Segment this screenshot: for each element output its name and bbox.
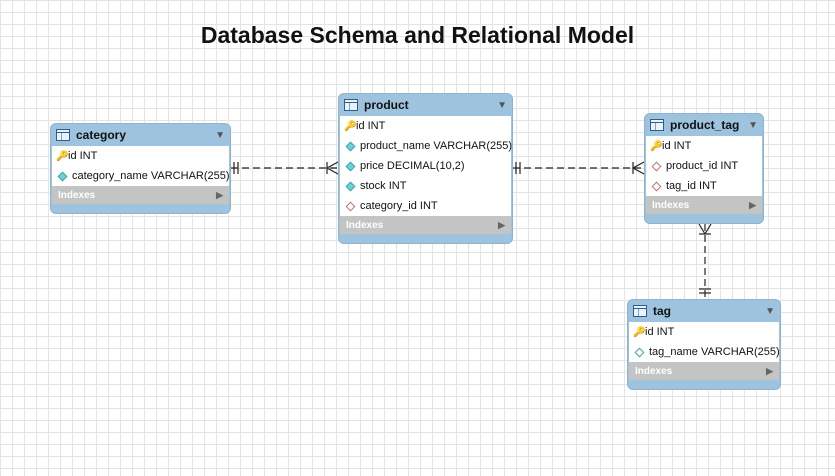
column-label: stock INT <box>360 180 407 192</box>
column-label: price DECIMAL(10,2) <box>360 160 465 172</box>
caret-down-icon[interactable]: ▼ <box>497 99 507 111</box>
column-row[interactable]: tag_id INT <box>646 176 762 196</box>
column-row[interactable]: product_id INT <box>646 156 762 176</box>
column-label: product_id INT <box>666 160 739 172</box>
table-tag[interactable]: tag ▼ 🔑id INT tag_name VARCHAR(255) Inde… <box>627 299 781 390</box>
table-header[interactable]: tag ▼ <box>628 300 780 322</box>
table-header[interactable]: category ▼ <box>51 124 230 146</box>
column-label: category_id INT <box>360 200 438 212</box>
column-label: id INT <box>68 150 98 162</box>
column-row[interactable]: category_name VARCHAR(255) <box>52 166 230 186</box>
column-label: id INT <box>356 120 386 132</box>
indexes-label: Indexes <box>346 219 384 231</box>
table-grid-icon <box>56 129 70 141</box>
table-header[interactable]: product ▼ <box>339 94 512 116</box>
column-row[interactable]: 🔑id INT <box>629 322 779 342</box>
key-icon: 🔑 <box>56 150 69 162</box>
column-list: 🔑id INT product_name VARCHAR(255) price … <box>340 116 513 216</box>
diagram-title: Database Schema and Relational Model <box>200 22 635 48</box>
column-row[interactable]: 🔑id INT <box>340 116 511 136</box>
column-row[interactable]: stock INT <box>340 176 511 196</box>
diamond-outline-icon <box>651 181 662 191</box>
column-list: 🔑id INT tag_name VARCHAR(255) <box>629 322 780 362</box>
diamond-icon <box>345 141 356 151</box>
indexes-label: Indexes <box>635 365 673 377</box>
diamond-icon <box>345 161 356 171</box>
column-row[interactable]: 🔑id INT <box>646 136 762 156</box>
column-label: id INT <box>662 140 692 152</box>
diamond-outline-icon <box>345 201 356 211</box>
diamond-icon <box>345 181 356 191</box>
column-label: category_name VARCHAR(255) <box>72 170 230 182</box>
column-row[interactable]: 🔑id INT <box>52 146 229 166</box>
caret-right-icon[interactable]: ▶ <box>766 365 773 376</box>
column-list: 🔑id INT category_name VARCHAR(255) <box>52 146 230 186</box>
column-label: product_name VARCHAR(255) <box>360 140 513 152</box>
caret-down-icon[interactable]: ▼ <box>215 129 225 141</box>
column-label: tag_id INT <box>666 180 717 192</box>
table-product[interactable]: product ▼ 🔑id INT product_name VARCHAR(2… <box>338 93 513 244</box>
indexes-section[interactable]: Indexes ▶ <box>52 186 229 204</box>
table-name: category <box>76 128 127 142</box>
column-label: id INT <box>645 326 675 338</box>
key-icon: 🔑 <box>650 140 663 152</box>
key-icon: 🔑 <box>344 120 357 132</box>
table-name: product <box>364 98 409 112</box>
table-category[interactable]: category ▼ 🔑id INT category_name VARCHAR… <box>50 123 231 214</box>
indexes-section[interactable]: Indexes ▶ <box>629 362 779 380</box>
table-product-tag[interactable]: product_tag ▼ 🔑id INT product_id INT tag… <box>644 113 764 224</box>
column-label: tag_name VARCHAR(255) <box>649 346 780 358</box>
indexes-section[interactable]: Indexes ▶ <box>646 196 762 214</box>
table-header[interactable]: product_tag ▼ <box>645 114 763 136</box>
caret-down-icon[interactable]: ▼ <box>748 119 758 131</box>
key-icon: 🔑 <box>633 326 646 338</box>
caret-right-icon[interactable]: ▶ <box>216 189 223 200</box>
diamond-outline-icon <box>634 347 645 357</box>
caret-down-icon[interactable]: ▼ <box>765 305 775 317</box>
diamond-icon <box>57 171 68 181</box>
caret-right-icon[interactable]: ▶ <box>749 199 756 210</box>
column-row[interactable]: category_id INT <box>340 196 511 216</box>
table-grid-icon <box>344 99 358 111</box>
table-grid-icon <box>650 119 664 131</box>
caret-right-icon[interactable]: ▶ <box>498 219 505 230</box>
indexes-label: Indexes <box>652 199 690 211</box>
table-name: product_tag <box>670 118 740 132</box>
indexes-section[interactable]: Indexes ▶ <box>340 216 511 234</box>
column-list: 🔑id INT product_id INT tag_id INT <box>646 136 762 196</box>
column-row[interactable]: tag_name VARCHAR(255) <box>629 342 780 362</box>
indexes-label: Indexes <box>58 189 96 201</box>
table-name: tag <box>653 304 671 318</box>
column-row[interactable]: product_name VARCHAR(255) <box>340 136 513 156</box>
table-grid-icon <box>633 305 647 317</box>
column-row[interactable]: price DECIMAL(10,2) <box>340 156 511 176</box>
diamond-outline-icon <box>651 161 662 171</box>
